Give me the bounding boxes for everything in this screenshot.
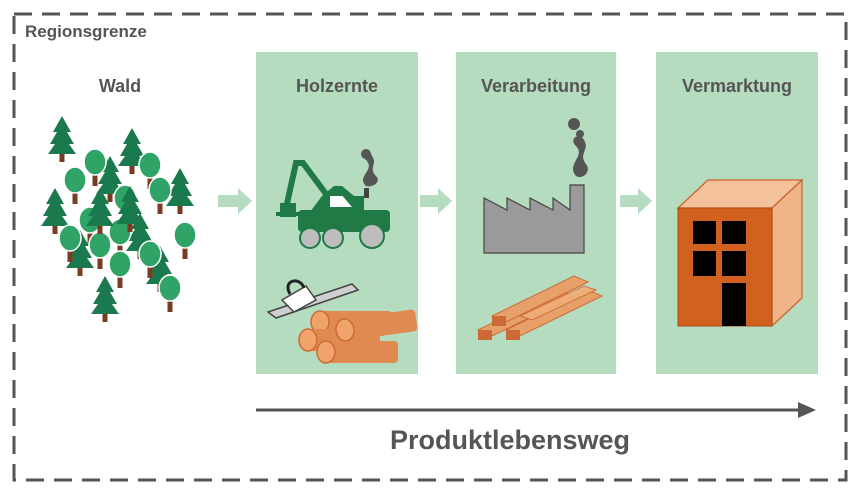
stage-title-wald: Wald bbox=[98, 76, 142, 96]
logs-icon bbox=[298, 308, 419, 364]
boards-icon bbox=[476, 275, 604, 340]
factory-smoke-icon bbox=[568, 118, 588, 178]
flow-arrow-3 bbox=[620, 188, 652, 214]
factory-icon bbox=[483, 184, 585, 254]
region-label: Regionsgrenze bbox=[25, 22, 147, 41]
chainsaw-icon bbox=[266, 279, 360, 319]
flow-arrow-1 bbox=[218, 188, 252, 214]
harvester-icon bbox=[276, 160, 390, 249]
flow-arrows bbox=[218, 188, 652, 214]
stage-title-holzernte: Holzernte bbox=[295, 76, 378, 96]
lifecycle-arrow bbox=[256, 402, 816, 418]
lifecycle-label: Produktlebensweg bbox=[389, 425, 631, 455]
flow-arrow-2 bbox=[420, 188, 452, 214]
forest-icon bbox=[41, 116, 197, 322]
stage-title-verarbeitung: Verarbeitung bbox=[480, 76, 592, 96]
building-icon bbox=[676, 178, 804, 328]
smoke-icon bbox=[361, 149, 378, 187]
stage-title-vermarktung: Vermarktung bbox=[681, 76, 793, 96]
